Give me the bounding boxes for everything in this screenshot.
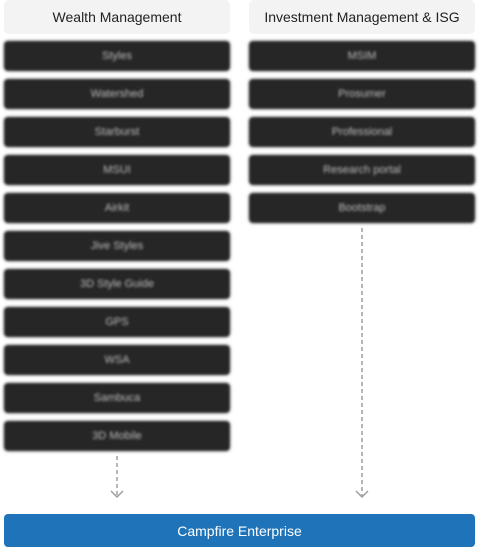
diagram-node: MSUI bbox=[4, 155, 230, 185]
arrow-down-dashed-icon bbox=[355, 228, 369, 499]
diagram-node: Starburst bbox=[4, 117, 230, 147]
column-header-wealth-management: Wealth Management bbox=[4, 0, 230, 34]
diagram-node: GPS bbox=[4, 307, 230, 337]
diagram-node: Jive Styles bbox=[4, 231, 230, 261]
investment-management-list: MSIM Prosumer Professional Research port… bbox=[249, 41, 475, 231]
column-header-investment-management: Investment Management & ISG bbox=[249, 0, 475, 34]
diagram-node: Airkit bbox=[4, 193, 230, 223]
diagram-node: 3D Style Guide bbox=[4, 269, 230, 299]
diagram-node: Styles bbox=[4, 41, 230, 71]
arrow-down-dashed-icon bbox=[110, 456, 124, 499]
wealth-management-list: Styles Watershed Starburst MSUI Airkit J… bbox=[4, 41, 230, 459]
diagram-node: MSIM bbox=[249, 41, 475, 71]
diagram-node: Prosumer bbox=[249, 79, 475, 109]
diagram-node: 3D Mobile bbox=[4, 421, 230, 451]
diagram-node: Research portal bbox=[249, 155, 475, 185]
diagram-node: Professional bbox=[249, 117, 475, 147]
diagram-node: Bootstrap bbox=[249, 193, 475, 223]
diagram-node: Sambuca bbox=[4, 383, 230, 413]
diagram-node: Watershed bbox=[4, 79, 230, 109]
campfire-enterprise-bar: Campfire Enterprise bbox=[4, 514, 475, 547]
diagram-node: WSA bbox=[4, 345, 230, 375]
